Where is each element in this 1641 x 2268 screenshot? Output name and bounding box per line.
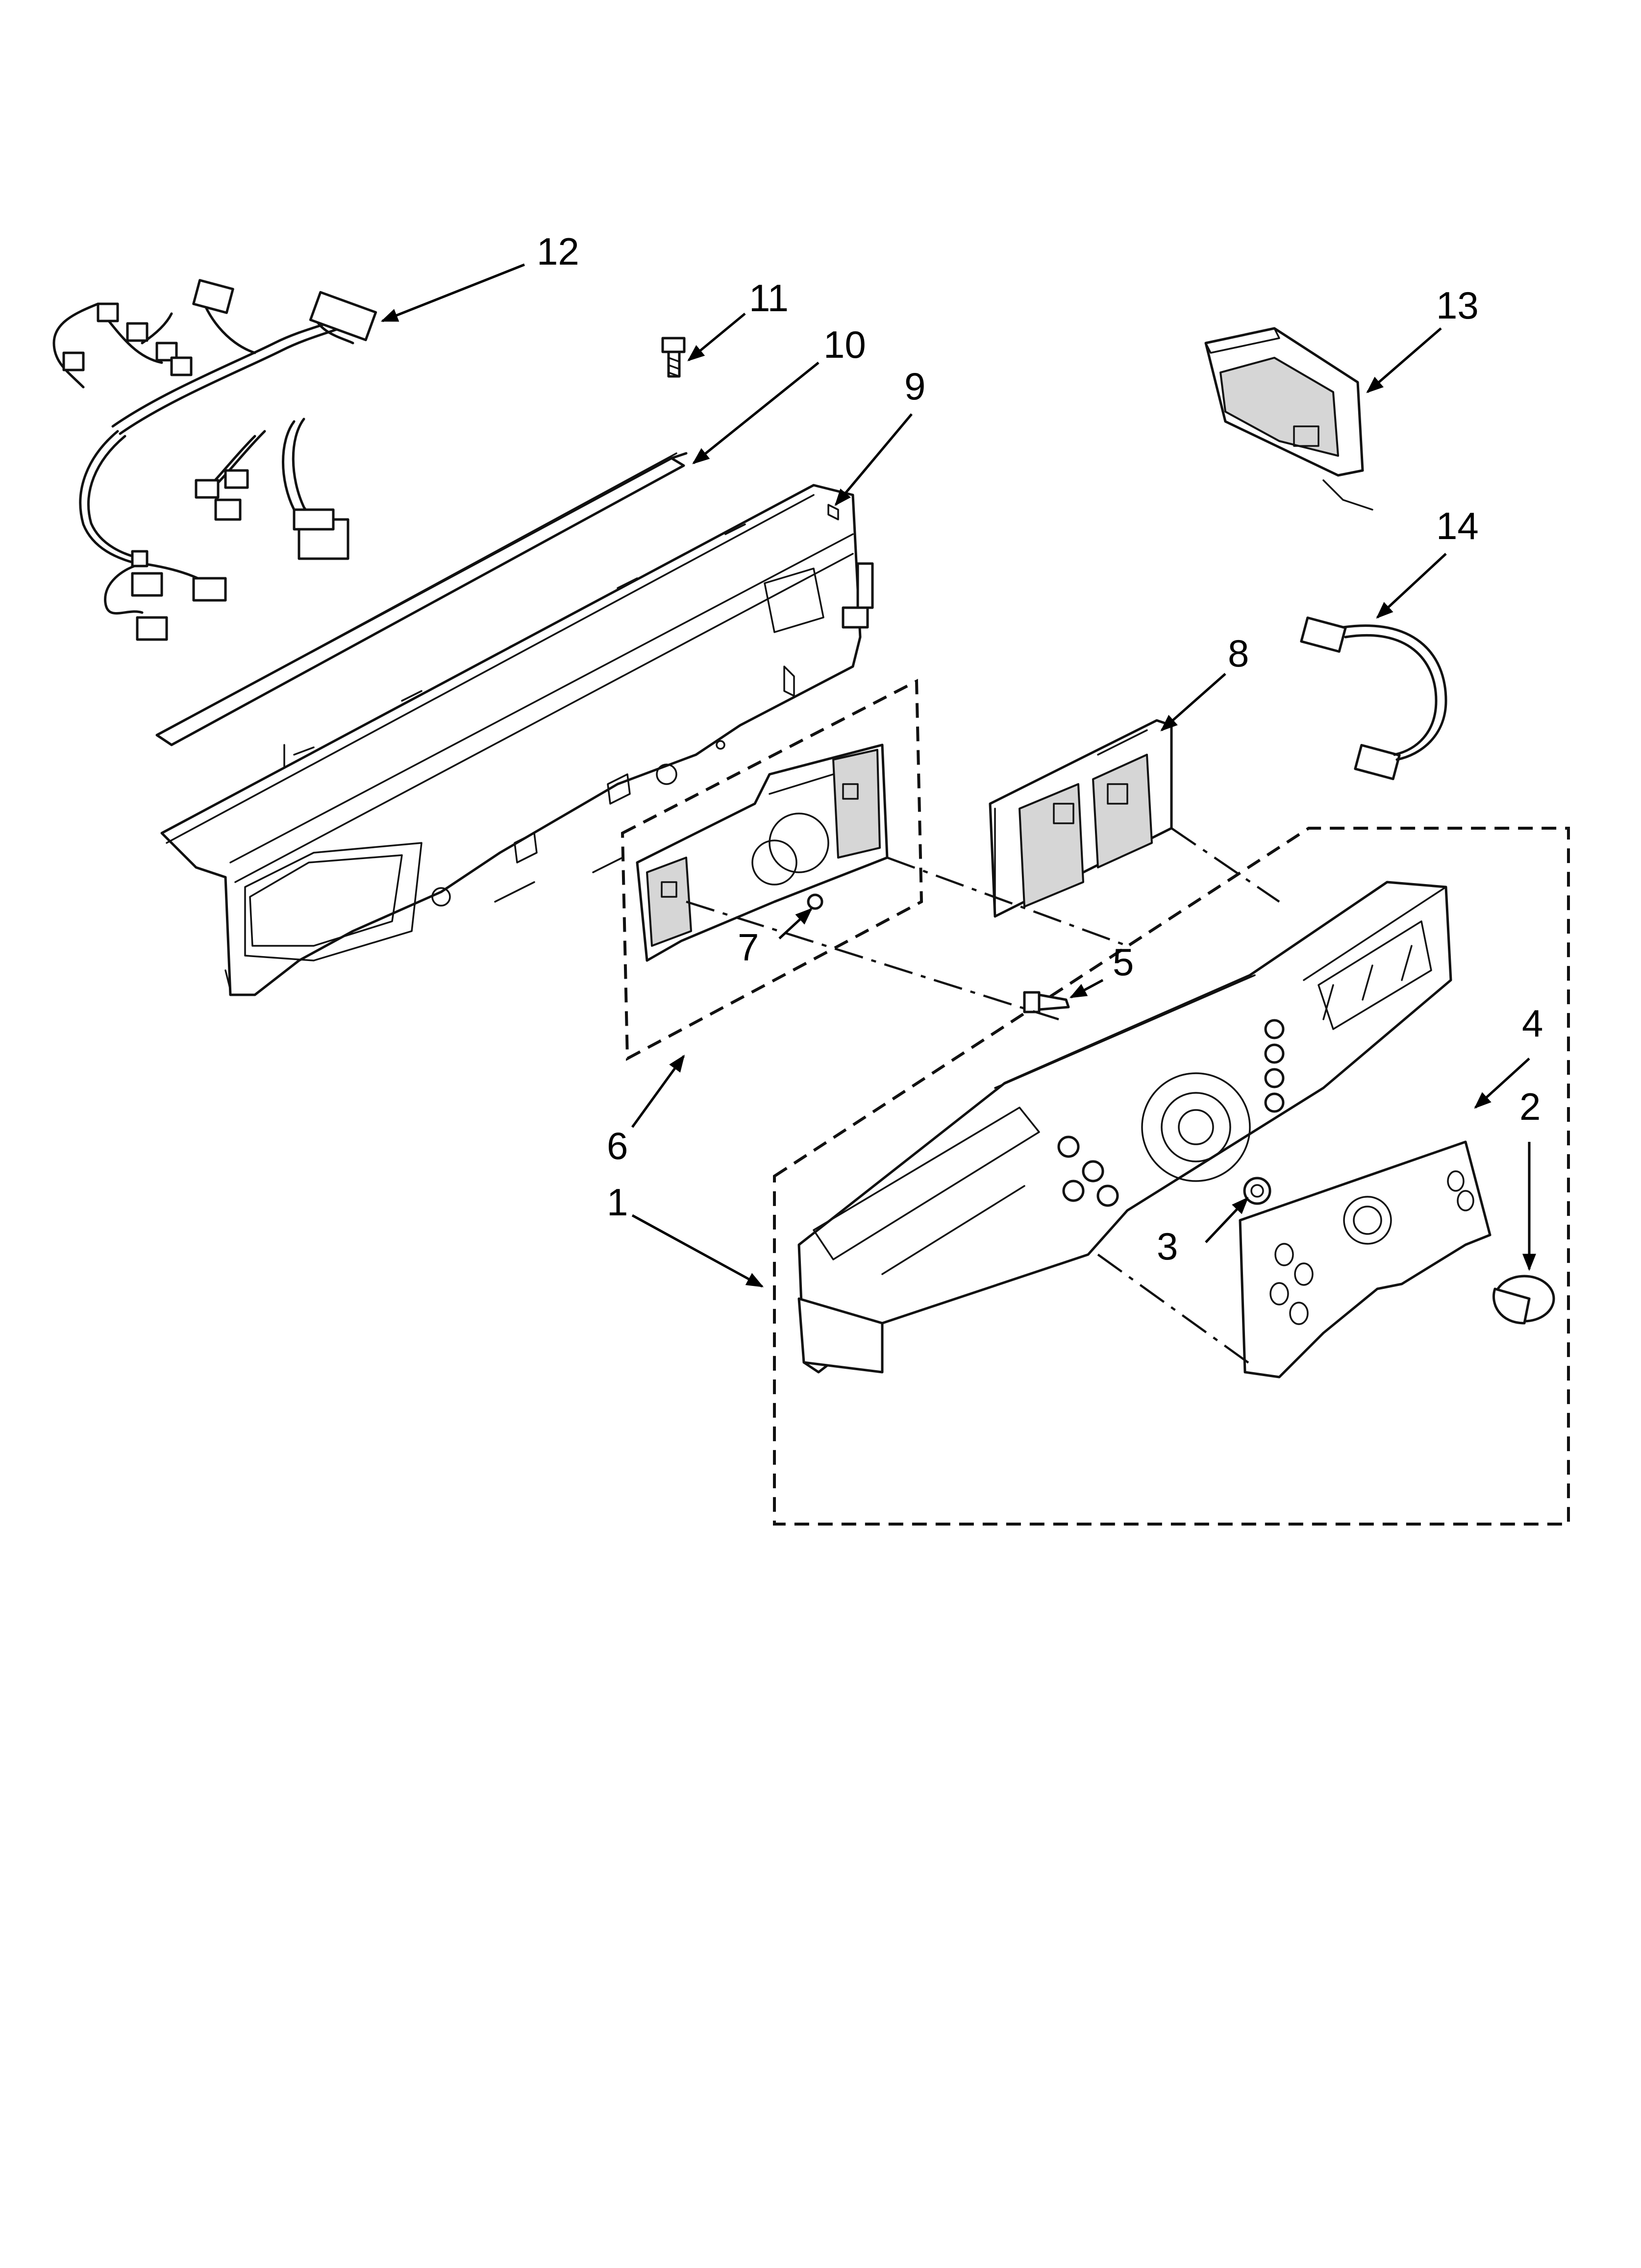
cable-part-14 [1300,616,1447,781]
callout-4: 4 [1522,1002,1543,1045]
screw-part-11 [661,337,686,378]
callout-5: 5 [1113,940,1134,984]
screw-part-5 [1023,991,1070,1013]
callout-7: 7 [738,926,759,969]
callout-11: 11 [749,276,789,320]
leader-lines [380,263,1536,1288]
callout-14: 14 [1436,504,1479,547]
callout-13: 13 [1436,284,1479,327]
callout-1: 1 [607,1181,628,1224]
module-part-13 [1204,327,1373,511]
part-1-group [773,827,1570,1526]
wire-harness-part [52,279,377,641]
board-part-8 [989,719,1173,918]
callout-labels: 12 11 10 9 13 14 8 7 5 6 1 3 4 2 [537,230,1543,1268]
callout-3: 3 [1157,1225,1178,1268]
callout-8: 8 [1228,632,1249,675]
console-panel-part-9 [160,484,874,996]
callout-10: 10 [823,323,866,366]
callout-6: 6 [607,1124,628,1167]
callout-2: 2 [1519,1085,1541,1128]
callout-12: 12 [537,230,579,273]
strip-part-10 [155,452,688,785]
callout-9: 9 [904,365,925,408]
assembly-lines [686,827,1280,1021]
